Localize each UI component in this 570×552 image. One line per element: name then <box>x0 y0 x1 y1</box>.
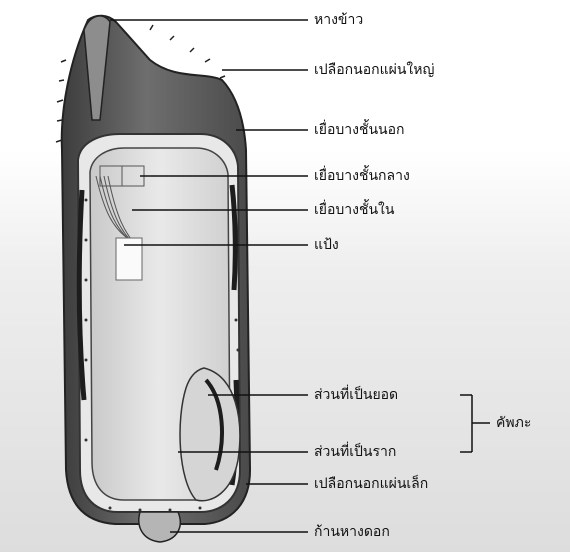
label-embryo: คัพภะ <box>496 414 531 432</box>
label-pedicel: ก้านหางดอก <box>314 523 390 541</box>
label-lemma: เปลือกนอกแผ่นใหญ่ <box>314 61 434 79</box>
label-palea: เปลือกนอกแผ่นเล็ก <box>314 475 428 493</box>
label-awn: หางข้าว <box>314 11 363 29</box>
label-outer-membrane: เยื่อบางชั้นนอก <box>314 121 405 139</box>
label-middle-membrane: เยื่อบางชั้นกลาง <box>314 167 410 185</box>
label-starch: แป้ง <box>314 236 339 254</box>
label-inner-membrane: เยื่อบางชั้นใน <box>314 201 394 219</box>
label-plumule: ส่วนที่เป็นยอด <box>314 386 398 404</box>
label-radicle: ส่วนที่เป็นราก <box>314 443 396 461</box>
pedicel-shape <box>139 512 180 542</box>
